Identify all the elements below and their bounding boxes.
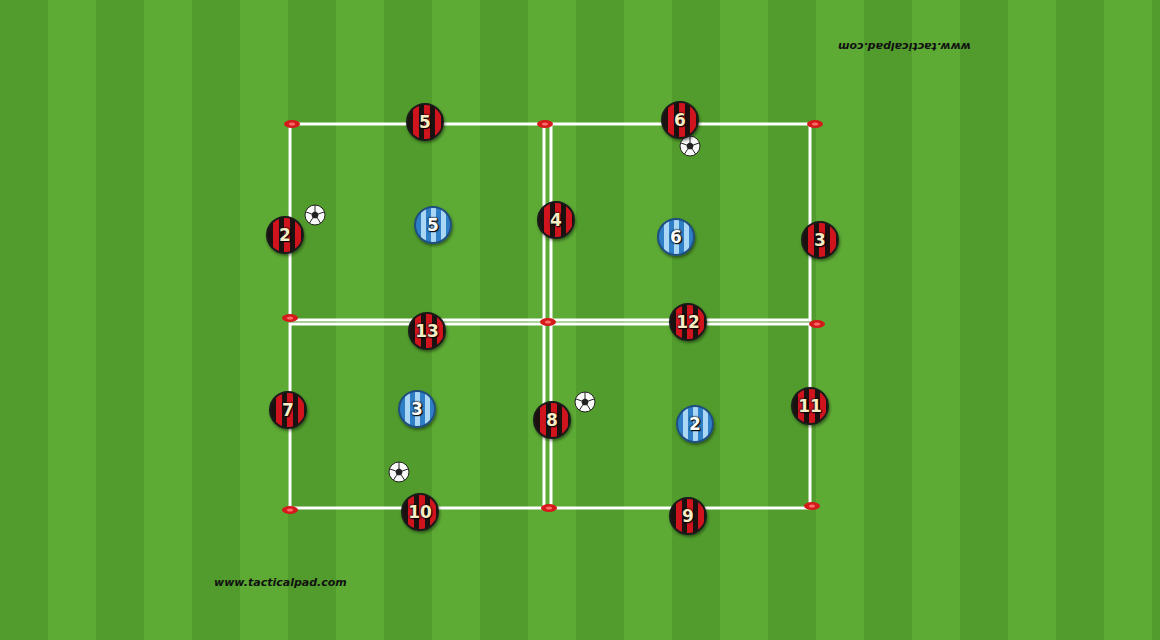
player-number: 3 xyxy=(411,401,423,418)
red-player: 12 xyxy=(669,303,707,341)
red-player: 11 xyxy=(791,387,829,425)
player-number: 6 xyxy=(670,229,682,246)
player-number: 2 xyxy=(279,227,291,244)
player-number: 5 xyxy=(427,217,439,234)
player-number: 8 xyxy=(546,412,558,429)
red-player: 4 xyxy=(537,201,575,239)
watermark: www.tacticalpad.com xyxy=(838,40,971,53)
player-number: 10 xyxy=(408,504,432,521)
player-number: 4 xyxy=(550,212,562,229)
blue-player: 2 xyxy=(676,405,714,443)
red-player: 13 xyxy=(408,312,446,350)
blue-player: 6 xyxy=(657,218,695,256)
player-number: 7 xyxy=(282,402,294,419)
player-number: 6 xyxy=(674,112,686,129)
player-number: 2 xyxy=(689,416,701,433)
red-player: 9 xyxy=(669,497,707,535)
blue-player: 3 xyxy=(398,390,436,428)
blue-player: 5 xyxy=(414,206,452,244)
player-number: 11 xyxy=(798,398,822,415)
red-player: 5 xyxy=(406,103,444,141)
player-number: 5 xyxy=(419,114,431,131)
player-number: 12 xyxy=(676,314,700,331)
watermark: www.tacticalpad.com xyxy=(214,576,347,589)
player-number: 13 xyxy=(415,323,439,340)
red-player: 2 xyxy=(266,216,304,254)
red-player: 10 xyxy=(401,493,439,531)
red-player: 7 xyxy=(269,391,307,429)
player-number: 9 xyxy=(682,508,694,525)
red-player: 6 xyxy=(661,101,699,139)
player-number: 3 xyxy=(814,232,826,249)
red-player: 8 xyxy=(533,401,571,439)
red-player: 3 xyxy=(801,221,839,259)
